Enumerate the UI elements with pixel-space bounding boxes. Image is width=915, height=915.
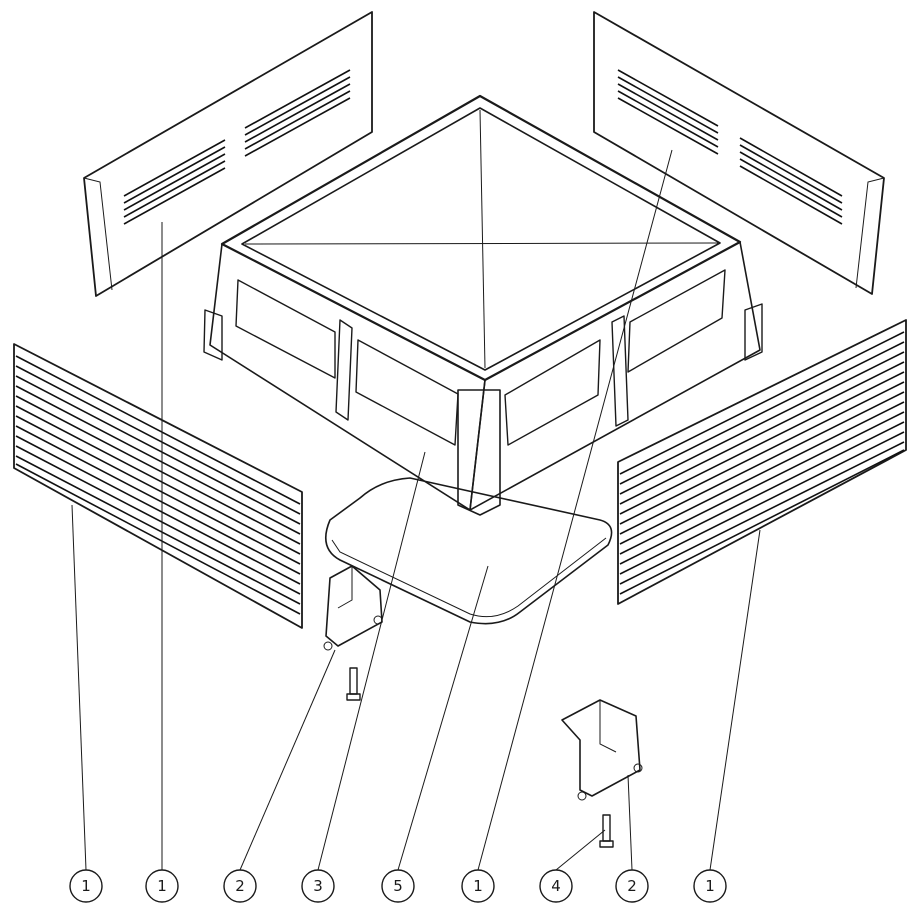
callout-1d: 1	[693, 869, 727, 903]
louver-panel-back-right	[593, 11, 885, 295]
callout-label: 1	[157, 877, 167, 895]
callout-label: 1	[473, 877, 483, 895]
callout-1a: 1	[69, 869, 103, 903]
main-frame	[203, 94, 763, 516]
callout-label: 5	[393, 877, 403, 895]
grille-panel-front-right	[617, 319, 907, 605]
bracket-right	[561, 699, 643, 801]
callout-1c: 1	[461, 869, 495, 903]
callout-5: 5	[381, 869, 415, 903]
grille-panel-front-left	[13, 343, 303, 629]
callout-4: 4	[539, 869, 573, 903]
callout-2b: 2	[615, 869, 649, 903]
base-plate	[324, 477, 613, 625]
louver-panel-back-left	[83, 11, 373, 297]
callout-label: 2	[235, 877, 245, 895]
bolt-right	[599, 814, 614, 848]
leader-lines	[71, 149, 761, 871]
callout-label: 2	[627, 877, 637, 895]
callout-label: 4	[551, 877, 561, 895]
callout-1b: 1	[145, 869, 179, 903]
callout-label: 1	[705, 877, 715, 895]
callout-2a: 2	[223, 869, 257, 903]
callout-label: 3	[313, 877, 323, 895]
callout-label: 1	[81, 877, 91, 895]
bolt-left	[346, 667, 361, 701]
callout-3: 3	[301, 869, 335, 903]
bracket-left	[323, 565, 383, 651]
